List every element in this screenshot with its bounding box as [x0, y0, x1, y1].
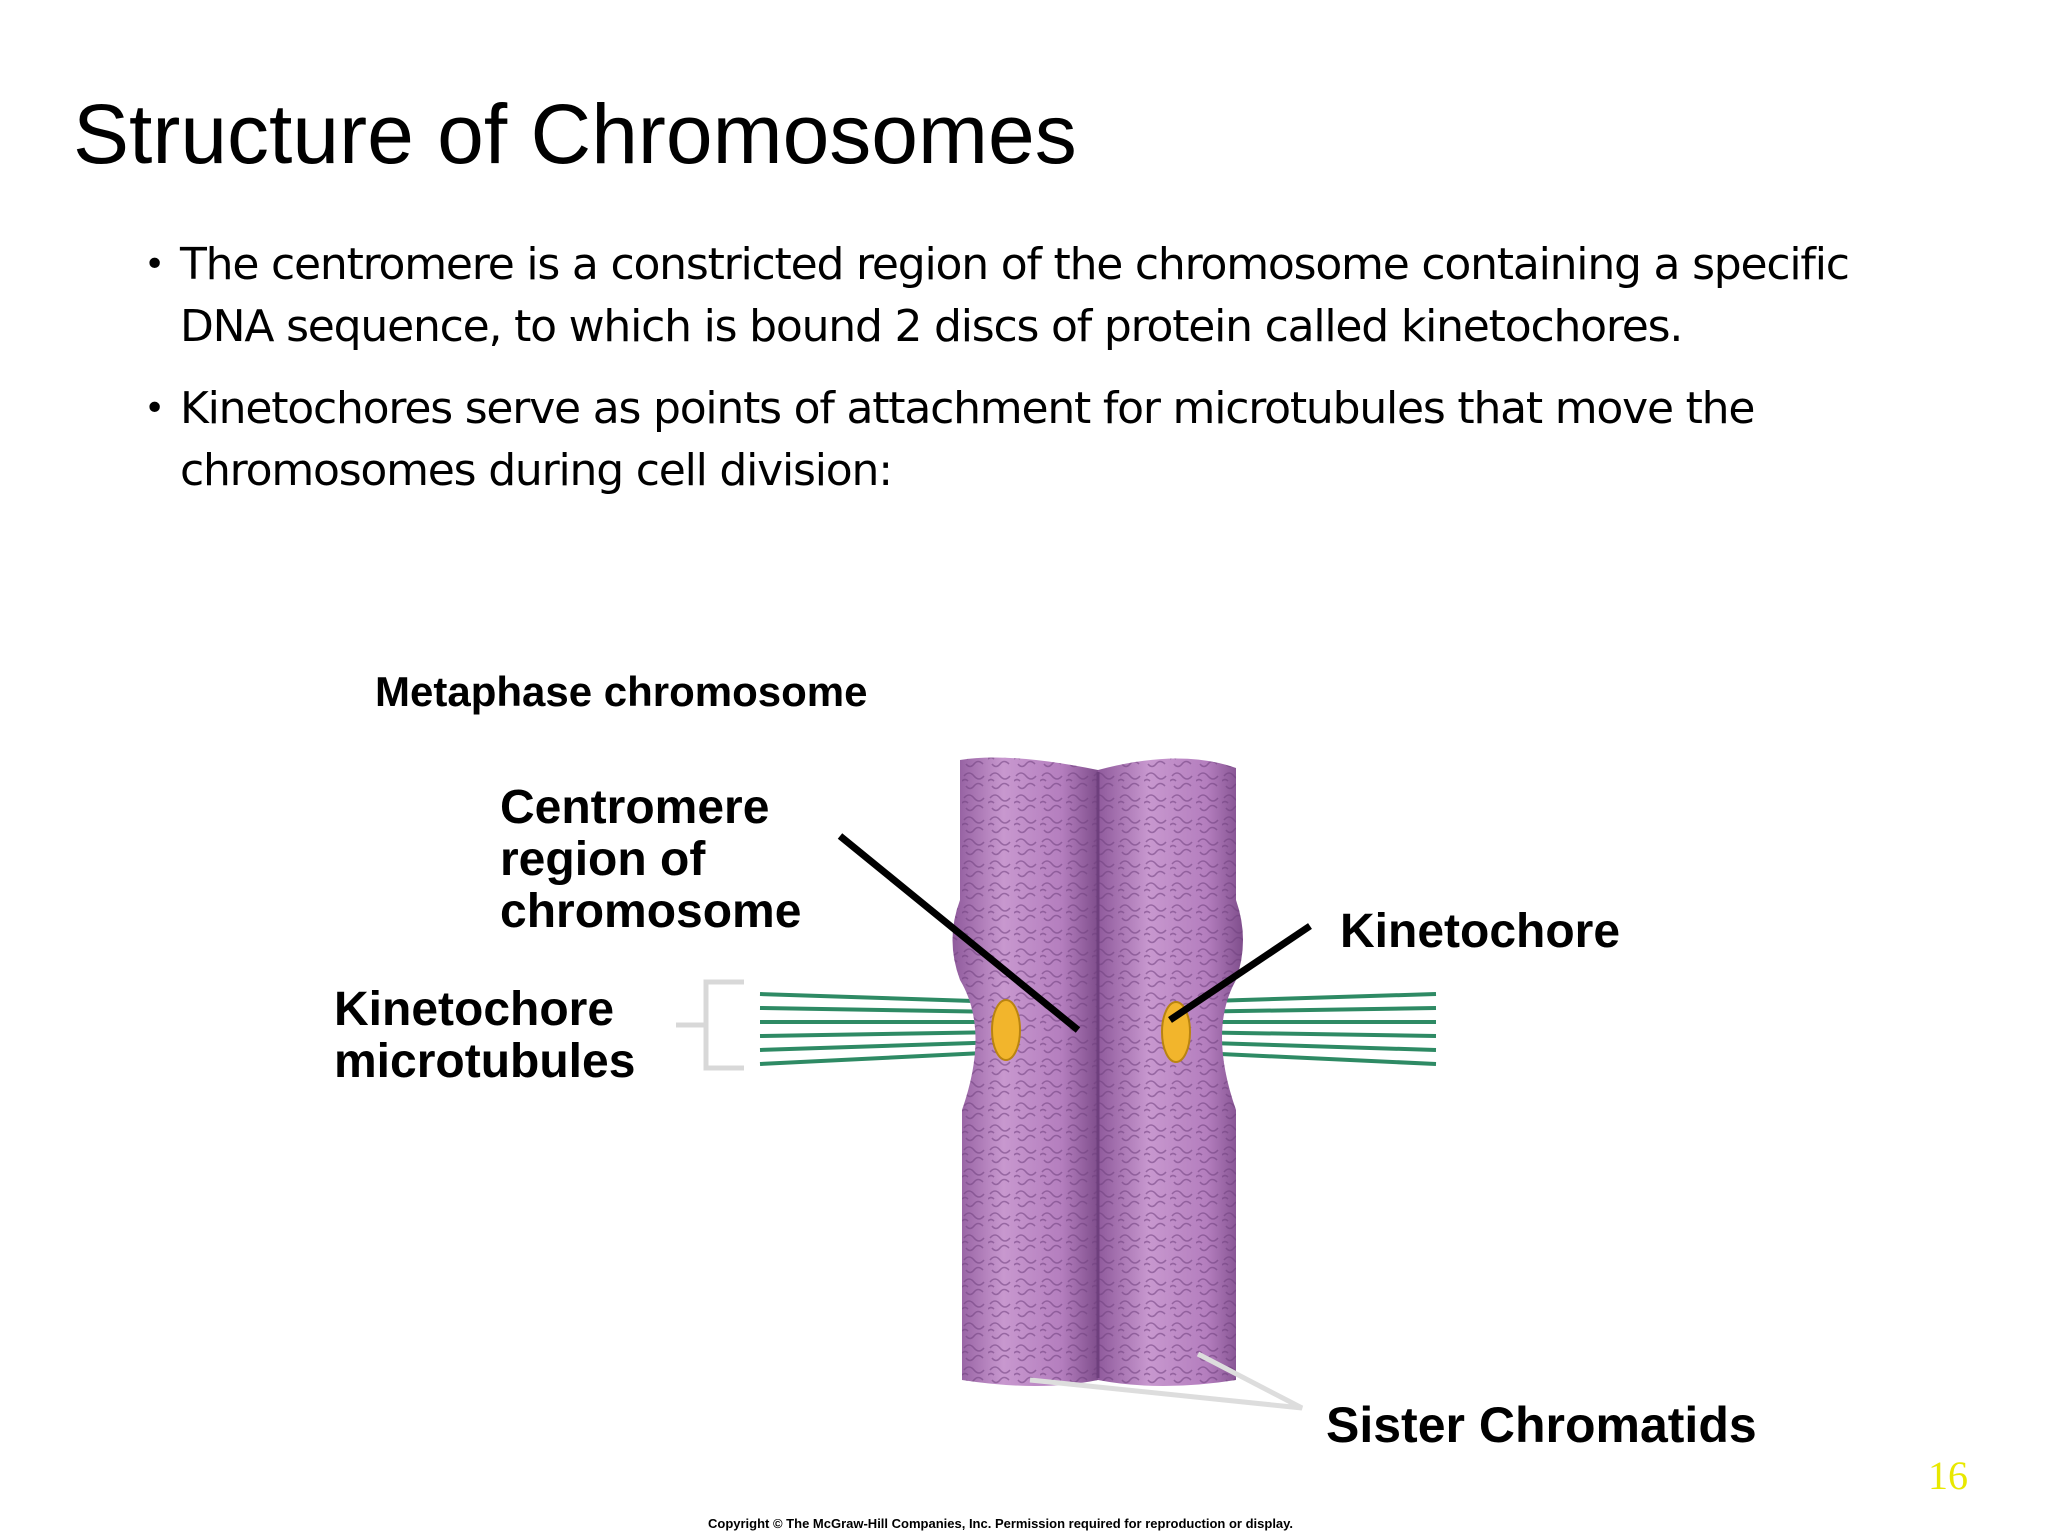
left-kinetochore	[991, 999, 1021, 1061]
kinetochore-label: Kinetochore	[1340, 905, 1621, 958]
sister-chromatids-label: Sister Chromatids	[1326, 1397, 1757, 1453]
bullet-text-line: chromosomes during cell division:	[180, 445, 893, 496]
centromere-leader-line	[837, 833, 1081, 1033]
figure-heading: Metaphase chromosome	[375, 668, 868, 715]
bullet-list: • The centromere is a constricted region…	[140, 234, 2040, 522]
kinetochore-leader-line	[1168, 923, 1312, 1023]
copyright-notice: Copyright © The McGraw-Hill Companies, I…	[708, 1516, 1294, 1531]
slide-number: 16	[1928, 1453, 1968, 1498]
left-chromatid	[952, 757, 1098, 1386]
microtubules-label-line: microtubules	[334, 1035, 636, 1088]
bullet-text-line: The centromere is a constricted region o…	[180, 239, 1850, 290]
right-chromatid	[1098, 758, 1243, 1386]
left-microtubules	[759, 992, 1005, 1066]
bullet-item: • Kinetochores serve as points of attach…	[140, 378, 2040, 502]
centromere-label-line: region of	[500, 833, 706, 886]
microtubule-bracket	[676, 979, 744, 1071]
slide-title: Structure of Chromosomes	[73, 87, 1077, 181]
bullet-item: • The centromere is a constricted region…	[140, 234, 2040, 358]
centromere-label: Centromere region of chromosome	[500, 782, 801, 938]
bullet-marker: •	[144, 244, 165, 285]
microtubules-label: Kinetochore microtubules	[334, 984, 635, 1088]
microtubules-label-line: Kinetochore	[334, 983, 615, 1036]
sister-chromatids-leader-line	[1029, 1351, 1304, 1411]
bullet-text-line: DNA sequence, to which is bound 2 discs …	[180, 301, 1683, 352]
bullet-text-line: Kinetochores serve as points of attachme…	[180, 383, 1755, 434]
centromere-label-line: Centromere	[500, 781, 770, 834]
bullet-marker: •	[144, 388, 165, 429]
centromere-label-line: chromosome	[500, 885, 802, 938]
